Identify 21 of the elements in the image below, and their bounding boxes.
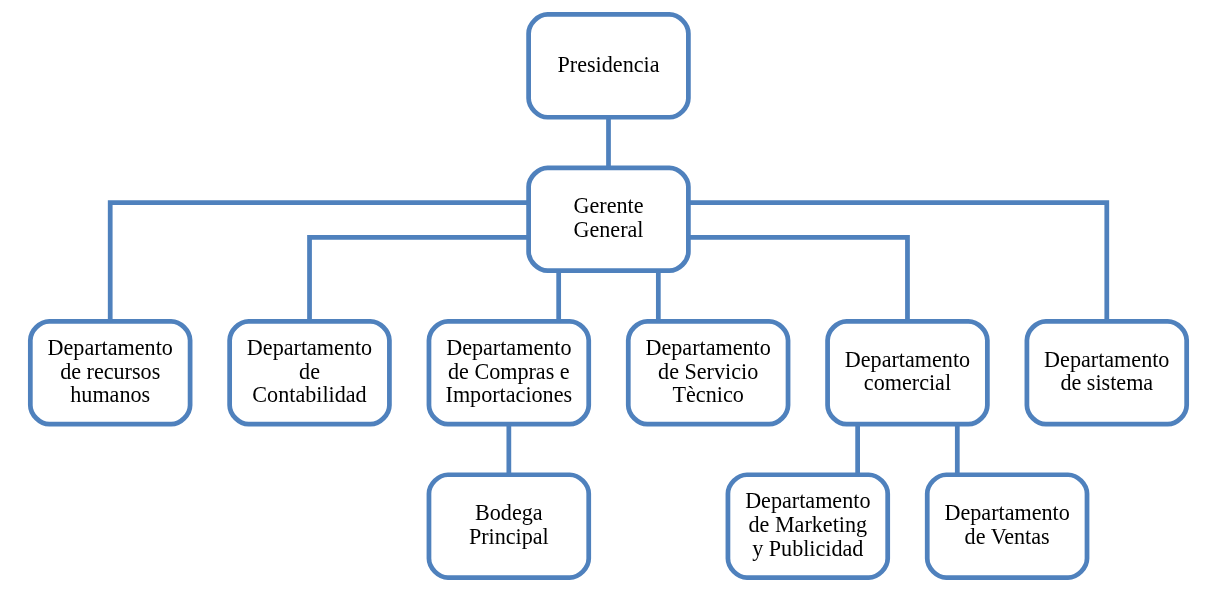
connector [688, 200, 1110, 322]
connector [954, 424, 960, 475]
connector [506, 424, 512, 475]
connector [655, 270, 661, 322]
node-box: Departamento de sistema [1024, 318, 1190, 427]
node-box: Presidencia [526, 12, 691, 120]
node-box: Departamento de recursos humanos [27, 318, 193, 427]
connector [107, 200, 529, 322]
node-box: Departamento de Marketing y Publicidad [725, 472, 891, 580]
node-box: Departamento de Contabilidad [227, 318, 392, 427]
node-box: Bodega Principal [426, 472, 592, 580]
connector [556, 270, 562, 322]
connector [688, 235, 910, 321]
node-box: Departamento comercial [825, 318, 990, 427]
node-box: Departamento de Ventas [924, 472, 1090, 580]
connector [606, 117, 611, 168]
connector [307, 235, 529, 321]
node-box: Gerente General [526, 165, 691, 274]
node-box: Departamento de Compras e Importaciones [426, 318, 592, 427]
node-box: Departamento de Servicio Tècnico [625, 318, 791, 427]
connector [855, 424, 860, 475]
